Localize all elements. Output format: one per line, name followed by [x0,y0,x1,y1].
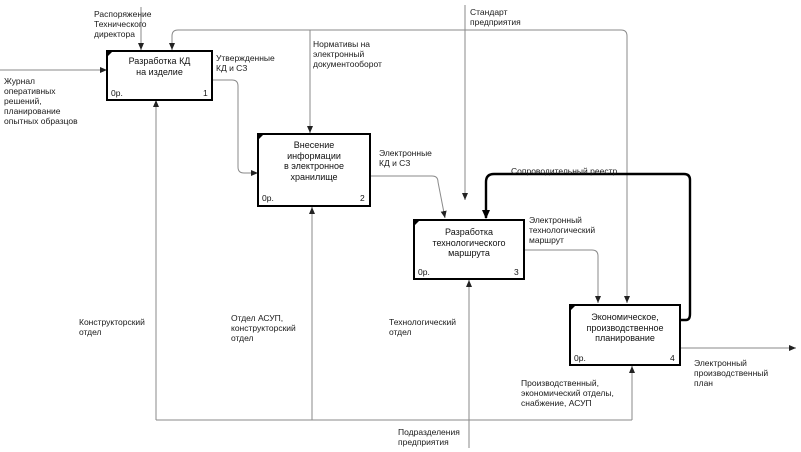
activity-box-3[interactable] [413,219,525,280]
label-enterprise-standard: Стандарт предприятия [470,7,521,27]
label-divisions: Подразделения предприятия [398,427,460,447]
label-journal: Журнал оперативных решений, планирование… [4,76,78,126]
activity-box-2[interactable] [257,133,371,207]
label-electronic-kd: Электронные КД и СЗ [379,148,432,168]
label-prod-depts: Производственный, экономический отделы, … [521,378,614,408]
box3-title: Разработка технологического маршрута [432,227,506,258]
activity-box-4[interactable] [569,304,681,366]
box4-number: 4 [670,353,675,363]
box1-cost: 0р. [111,88,123,98]
label-design-dept: Конструкторский отдел [79,317,145,337]
activity-box-1[interactable] [106,50,213,101]
label-tech-dept: Технологический отдел [389,317,456,337]
box1-title: Разработка КД на изделие [128,56,191,77]
arrow-standard-to-box4 [465,29,630,303]
box2-number: 2 [360,193,365,203]
label-electronic-route: Электронный технологический маршрут [529,215,596,245]
label-director-order: Распоряжение Технического директора [94,9,152,39]
arrow-standard-to-box1 [169,29,465,50]
arrow-registry-feedback [482,172,692,322]
box2-title: Внесение информации в электронное хранил… [283,140,345,182]
box2-cost: 0р. [262,193,274,203]
arrow-box2-to-box3 [371,175,447,219]
box3-number: 3 [514,267,519,277]
label-norms: Нормативы на электронный документооборот [313,39,382,69]
box1-number: 1 [203,88,208,98]
label-production-plan: Электронный производственный план [694,358,769,388]
box3-cost: 0р. [418,267,430,277]
arrow-box3-to-box4 [524,249,601,303]
arrow-box1-to-box2 [212,79,258,176]
label-approved-kd: Утвержденные КД и СЗ [216,53,275,73]
box4-title: Экономическое, производственное планиров… [586,312,664,343]
label-cover-registry: Сопроводительный реестр [511,166,618,176]
box4-cost: 0р. [574,353,586,363]
label-asup-dept: Отдел АСУП, конструкторский отдел [231,313,296,343]
